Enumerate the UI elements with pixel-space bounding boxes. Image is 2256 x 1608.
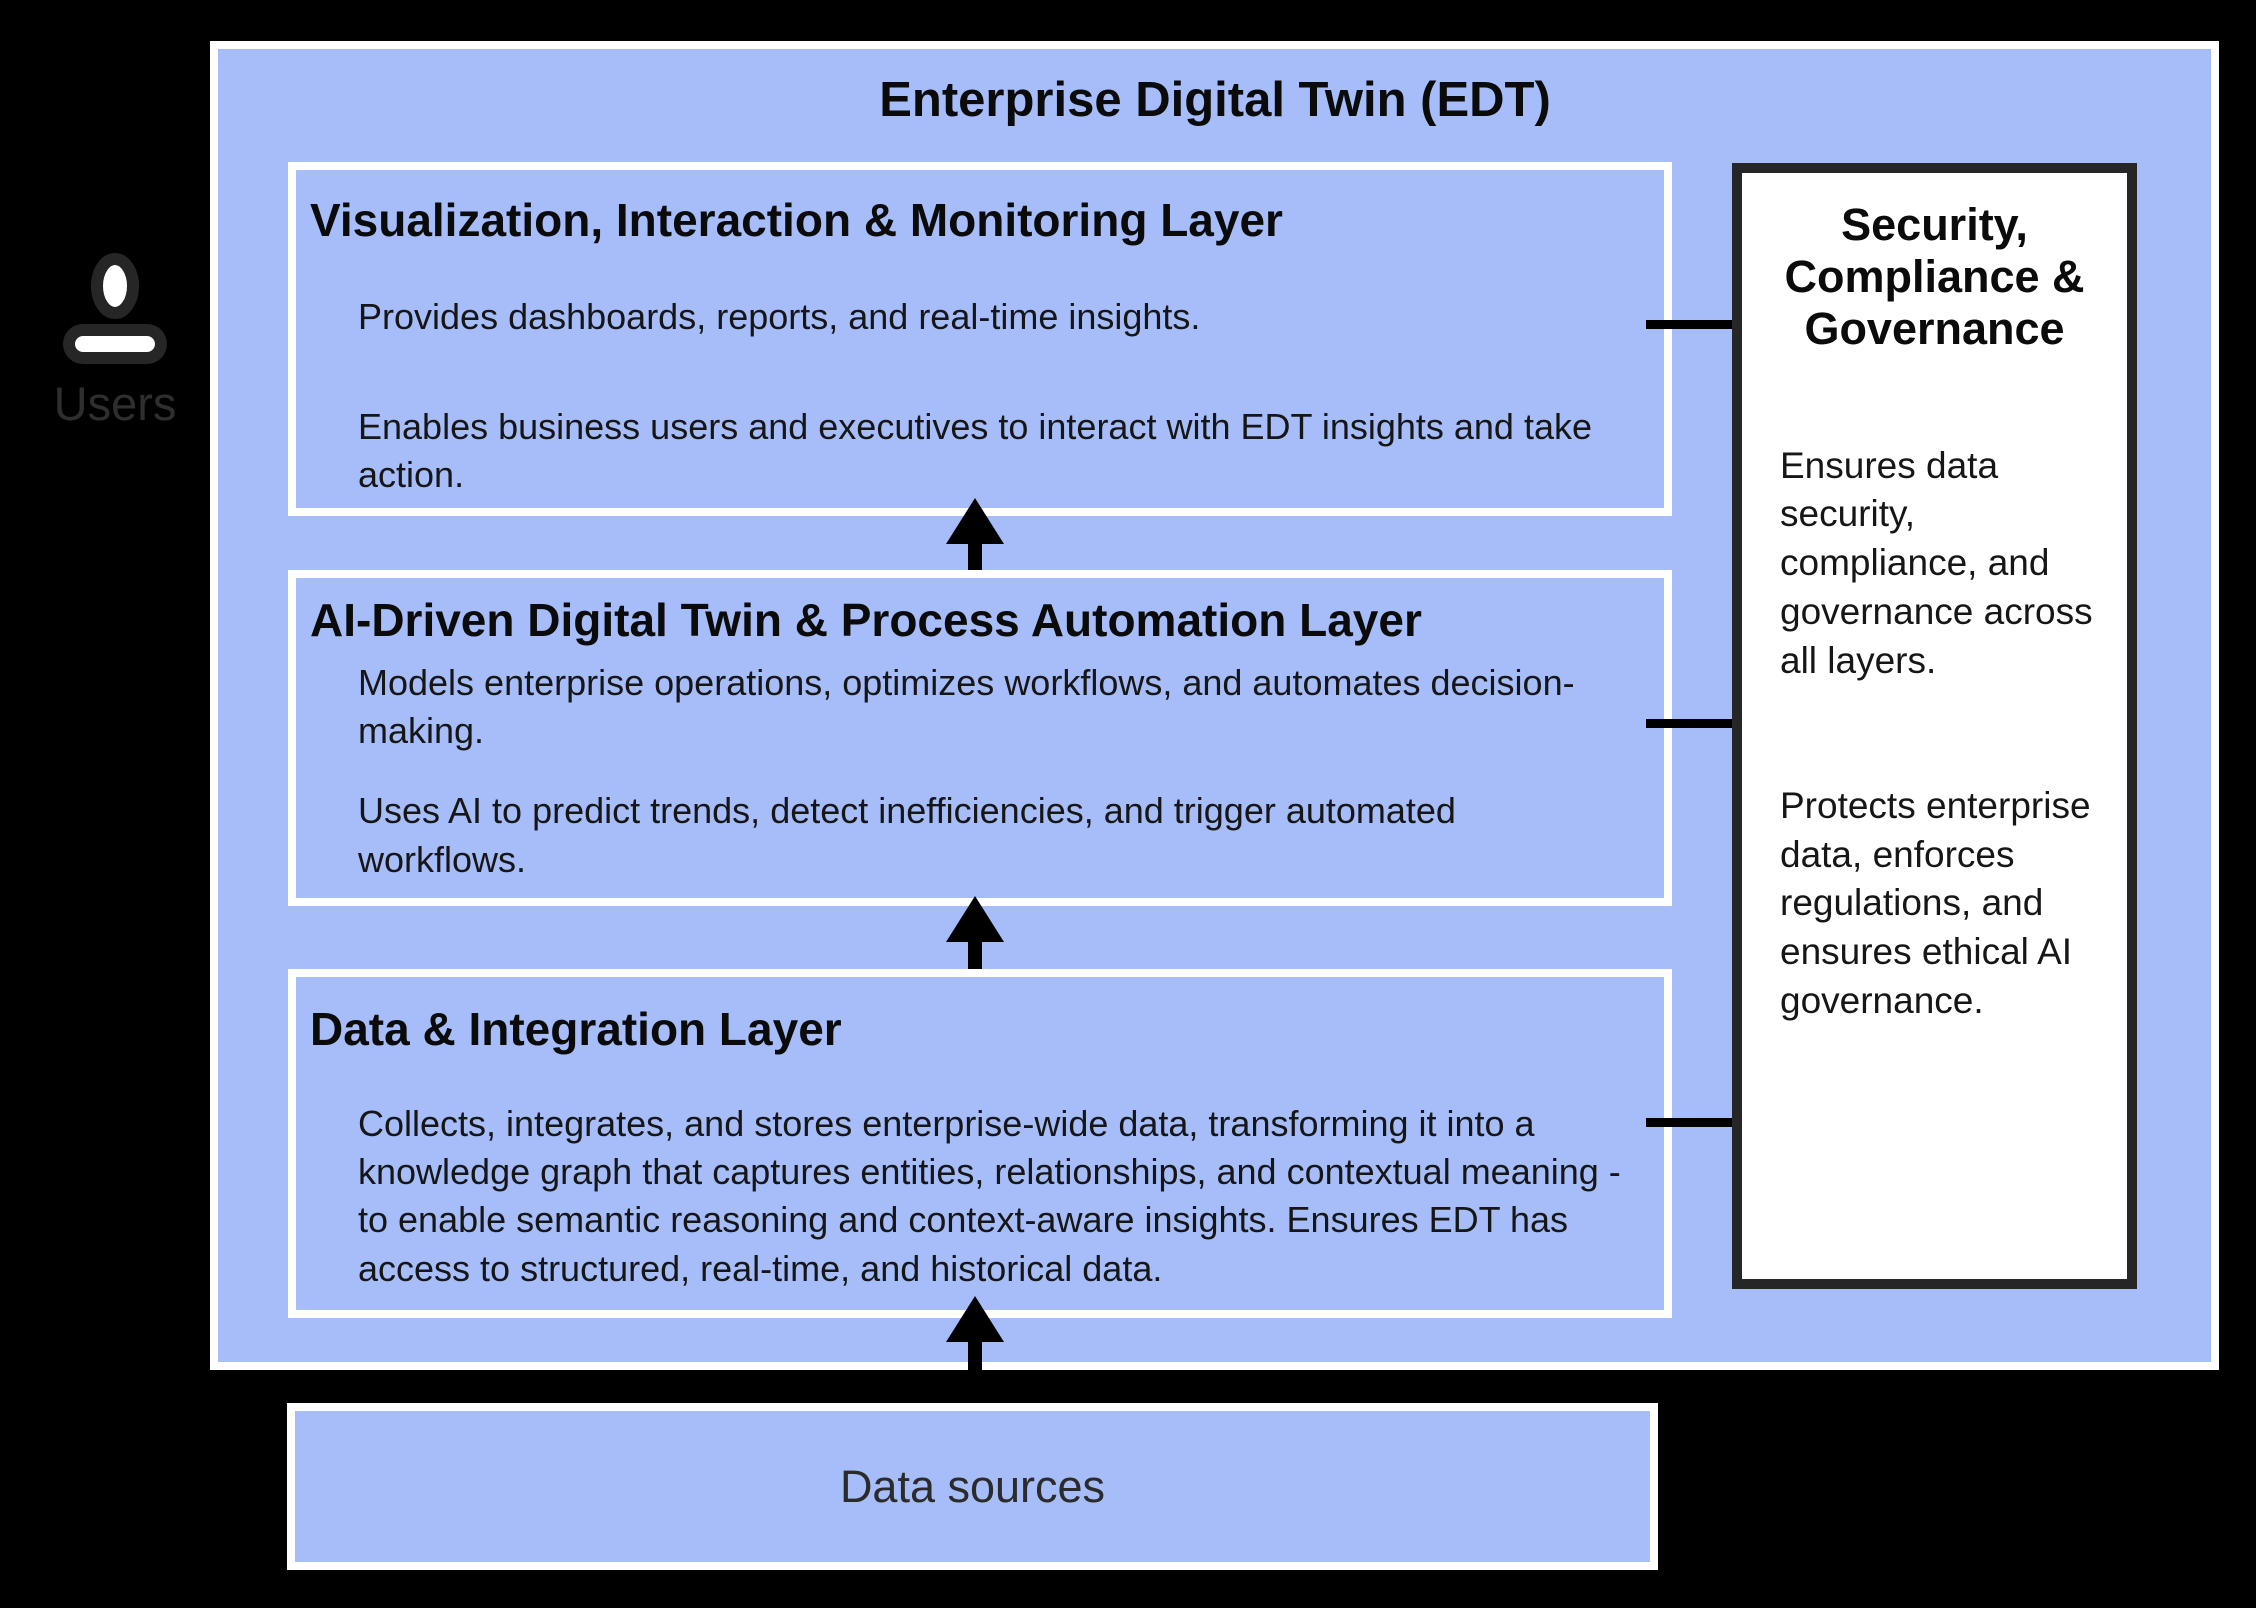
layer-visualization-paragraph: Enables business users and executives to…: [358, 406, 1593, 496]
layer-data-integration-paragraph: Collects, integrates, and stores enterpr…: [358, 1102, 1621, 1289]
arrow-up-ai-to-visualization: [946, 498, 1004, 570]
users-label: Users: [53, 377, 177, 430]
security-panel-paragraph: Protects enterprise data, enforces regul…: [1780, 784, 2091, 1022]
connector-ai-to-security: [1646, 719, 1736, 728]
layer-ai-automation-paragraph: Models enterprise operations, optimizes …: [358, 661, 1575, 752]
connector-visualization-to-security: [1646, 320, 1736, 329]
edt-title: Enterprise Digital Twin (EDT): [879, 73, 1551, 127]
security-panel: Security, Compliance & Governance Ensure…: [1732, 163, 2137, 1289]
layer-data-integration-heading: Data & Integration Layer: [310, 1003, 842, 1055]
layer-visualization-paragraph: Provides dashboards, reports, and real-t…: [358, 295, 1201, 337]
arrow-up-sources-to-data: [946, 1296, 1004, 1408]
layer-ai-automation-paragraph: Uses AI to predict trends, detect ineffi…: [358, 790, 1456, 880]
security-panel-title: Security, Compliance & Governance: [1784, 199, 2085, 355]
users-figure: Users: [20, 240, 210, 431]
user-icon: [63, 253, 167, 364]
arrow-up-data-to-ai: [946, 896, 1004, 969]
data-sources-box: Data sources: [287, 1403, 1658, 1570]
layer-data-integration: Data & Integration Layer Collects, integ…: [288, 969, 1672, 1318]
layer-visualization: Visualization, Interaction & Monitoring …: [288, 162, 1672, 516]
layer-ai-automation-heading: AI-Driven Digital Twin & Process Automat…: [310, 594, 1422, 646]
connector-data-to-security: [1646, 1118, 1736, 1127]
layer-ai-automation: AI-Driven Digital Twin & Process Automat…: [288, 570, 1672, 906]
layer-visualization-heading: Visualization, Interaction & Monitoring …: [310, 194, 1283, 246]
security-panel-paragraph: Ensures data security, compliance, and g…: [1780, 444, 2093, 681]
data-sources-label: Data sources: [839, 1460, 1106, 1512]
